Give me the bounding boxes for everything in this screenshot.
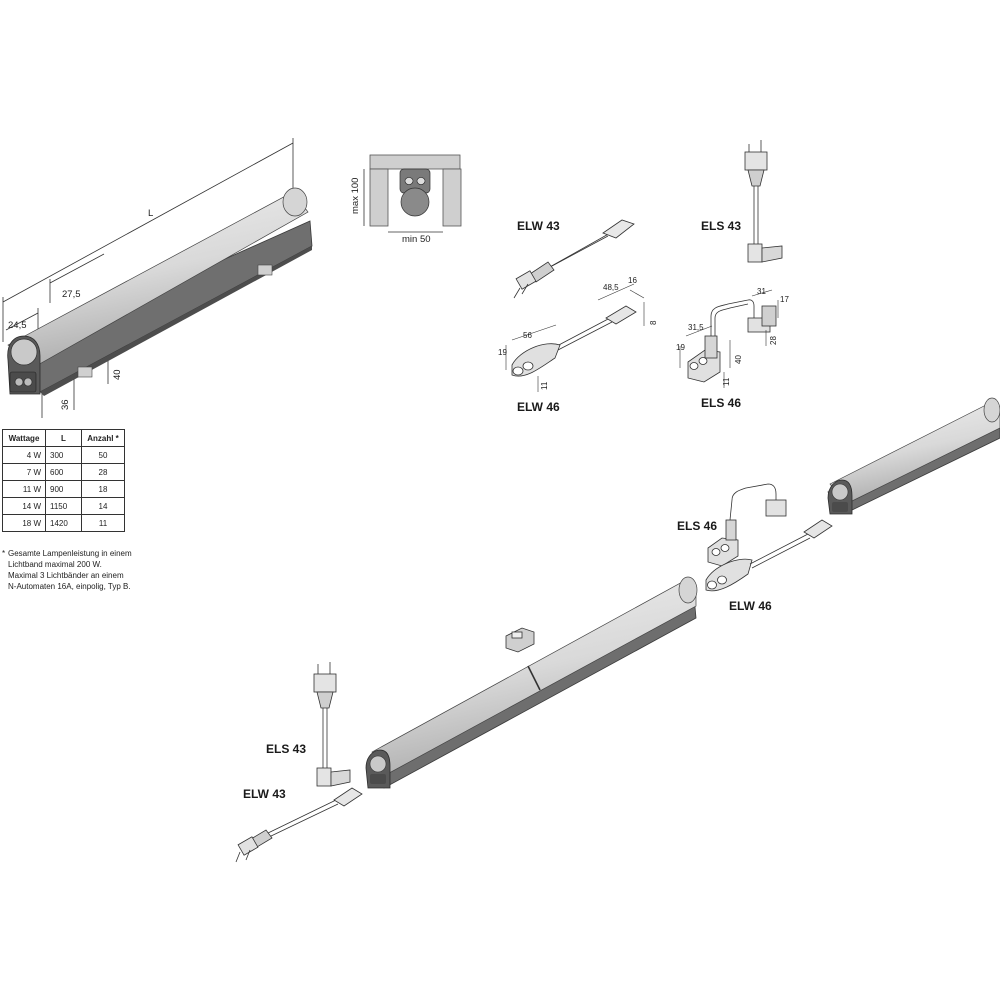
header-anzahl: Anzahl * [81, 429, 125, 447]
els46-top-drawing [679, 289, 779, 388]
dim-els46-40: 40 [734, 355, 743, 364]
cell-anzahl: 18 [81, 480, 125, 498]
elw43-top-drawing [513, 219, 635, 299]
dim-elw46-16: 16 [628, 276, 637, 285]
cell-l: 1150 [45, 497, 82, 515]
dim-36: 36 [60, 399, 71, 410]
cell-l: 600 [45, 463, 82, 481]
cell-watt: 14 W [2, 497, 46, 515]
cell-watt: 7 W [2, 463, 46, 481]
table-row: 11 W 900 18 [2, 480, 125, 498]
label-els46-mid: ELS 46 [677, 519, 717, 533]
footnote-line: Lichtband maximal 200 W. [8, 560, 102, 569]
dim-elw46-19: 19 [498, 348, 507, 357]
inline-connector [505, 627, 535, 653]
label-elw46-top: ELW 46 [517, 400, 560, 414]
dim-40: 40 [112, 369, 123, 380]
dim-els46-17: 17 [780, 295, 789, 304]
lamp-main [2, 138, 313, 418]
els43-bottom-drawing [313, 662, 351, 787]
dim-els46-31: 31 [757, 287, 766, 296]
label-els43-top: ELS 43 [701, 219, 741, 233]
dim-els46-31-5: 31,5 [688, 323, 704, 332]
cell-anzahl: 50 [81, 446, 125, 464]
dim-elw46-11: 11 [540, 381, 549, 390]
label-elw43-top: ELW 43 [517, 219, 560, 233]
elw43-bottom-drawing [235, 787, 363, 863]
footnote: * Gesamte Lampenleistung in einem Lichtb… [2, 548, 162, 592]
header-wattage: Wattage [2, 429, 46, 447]
cell-watt: 11 W [2, 480, 46, 498]
footnote-line: Gesamte Lampenleistung in einem [8, 549, 132, 558]
cell-anzahl: 11 [81, 514, 125, 532]
cell-l: 900 [45, 480, 82, 498]
cell-anzahl: 14 [81, 497, 125, 515]
label-elw46-mid: ELW 46 [729, 599, 772, 613]
spec-table-header: Wattage L Anzahl * [2, 429, 125, 447]
table-row: 4 W 300 50 [2, 446, 125, 464]
table-row: 7 W 600 28 [2, 463, 125, 481]
label-els43-bottom: ELS 43 [266, 742, 306, 756]
footnote-line: N-Automaten 16A, einpolig, Typ B. [8, 582, 131, 591]
dim-max-100: max 100 [350, 178, 361, 214]
dim-24-5: 24,5 [8, 320, 27, 331]
cell-l: 1420 [45, 514, 82, 532]
dim-elw46-48-5: 48,5 [603, 283, 619, 292]
dim-L: L [148, 208, 153, 219]
elw46-top-drawing [505, 283, 645, 392]
label-elw43-bottom: ELW 43 [243, 787, 286, 801]
dim-27-5: 27,5 [62, 289, 81, 300]
footnote-line: Maximal 3 Lichtbänder an einem [8, 571, 124, 580]
footnote-asterisk: * [2, 549, 6, 558]
dim-els46-28: 28 [769, 336, 778, 345]
spec-table: Wattage L Anzahl * 4 W 300 50 7 W 600 28… [2, 429, 125, 532]
dim-els46-11: 11 [722, 377, 731, 386]
cell-watt: 18 W [2, 514, 46, 532]
table-row: 14 W 1150 14 [2, 497, 125, 515]
dim-elw46-56: 56 [523, 331, 532, 340]
cell-anzahl: 28 [81, 463, 125, 481]
dim-min-50: min 50 [402, 234, 431, 245]
elw46-mid-drawing [705, 519, 833, 592]
label-els46-top: ELS 46 [701, 396, 741, 410]
table-row: 18 W 1420 11 [2, 514, 125, 532]
dim-els46-19: 19 [676, 343, 685, 352]
lamp-right [827, 397, 1000, 515]
header-l: L [45, 429, 82, 447]
lamp-long [365, 576, 698, 789]
els46-mid-drawing [707, 483, 787, 567]
mounting-section [363, 154, 462, 233]
els43-top-drawing [744, 140, 783, 263]
cell-watt: 4 W [2, 446, 46, 464]
cell-l: 300 [45, 446, 82, 464]
dim-elw46-8: 8 [649, 320, 658, 325]
